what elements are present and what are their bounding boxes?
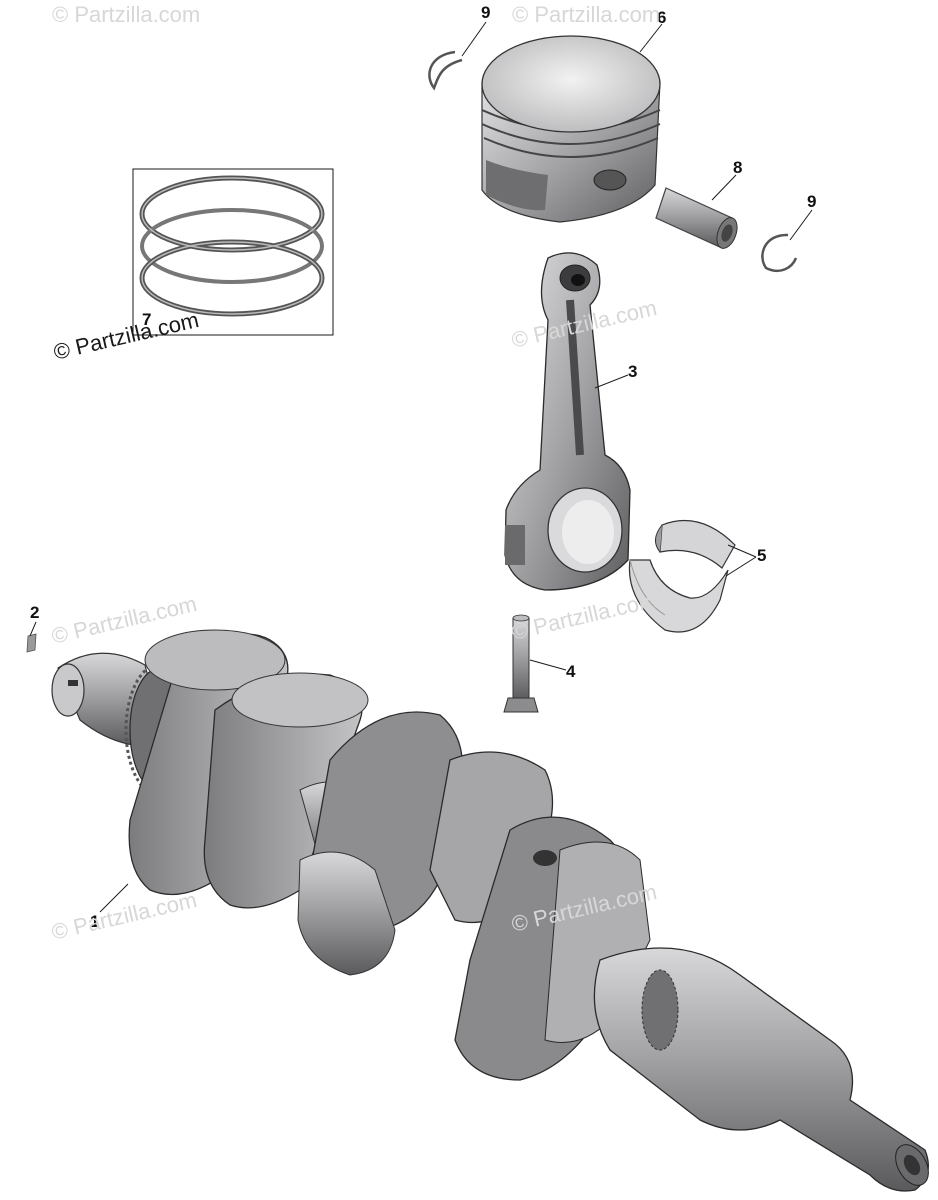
callout-5[interactable]: 5 xyxy=(757,546,767,565)
conrod-bolt xyxy=(503,614,539,713)
circlip-top xyxy=(428,50,463,91)
callout-7[interactable]: 7 xyxy=(142,310,152,329)
callout-9-right[interactable]: 9 xyxy=(807,192,817,211)
connecting-rod xyxy=(504,252,631,591)
conrod-bearing-upper xyxy=(655,519,736,569)
crankshaft xyxy=(51,629,929,1192)
callout-4[interactable]: 4 xyxy=(566,662,576,681)
callout-1[interactable]: 1 xyxy=(90,912,100,931)
callout-6[interactable]: 6 xyxy=(657,8,667,27)
callout-8[interactable]: 8 xyxy=(733,158,743,177)
leader-lines xyxy=(29,21,813,913)
callout-3[interactable]: 3 xyxy=(628,362,638,381)
piston xyxy=(481,35,661,223)
watermark: © Partzilla.com xyxy=(512,2,661,27)
circlip-right xyxy=(761,233,798,273)
watermark: © Partzilla.com xyxy=(52,2,201,27)
conrod-bearing-lower xyxy=(628,559,729,633)
piston-rings-set xyxy=(132,168,334,336)
piston-pin xyxy=(655,187,738,249)
callout-2[interactable]: 2 xyxy=(30,603,40,622)
callout-9-top[interactable]: 9 xyxy=(481,3,491,22)
woodruff-key xyxy=(26,633,37,653)
